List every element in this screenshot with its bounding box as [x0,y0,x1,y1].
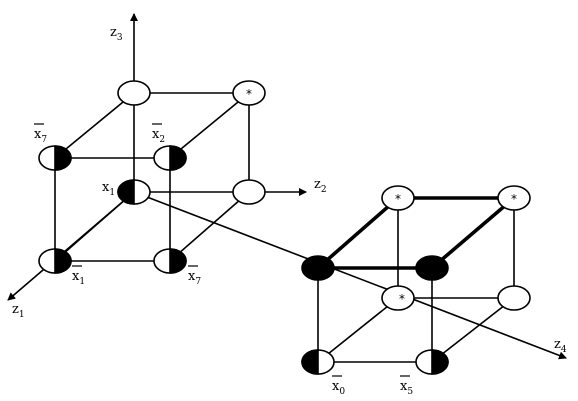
vertex-label-x5: x5 [400,379,413,397]
z1-axis [7,191,135,301]
node-half [117,179,151,205]
vertex-label-x7-bottom: x7 [188,269,201,287]
node-star [381,185,415,211]
node-star [381,285,415,311]
vertex-label-x1-bottom: x1 [72,269,85,287]
axis-label-z2: z2 [314,177,327,195]
axis-label-z3: z3 [110,25,123,43]
vertex-label-x0: x0 [332,379,345,397]
node-half [301,349,335,375]
axis-labels: z3 z2 z1 z4 [12,25,567,355]
vertex-label-x1-center: x1 [102,180,115,198]
star-marker: * [399,292,405,306]
z4-axis [133,191,567,360]
star-marker: * [246,87,252,101]
node-empty [497,285,531,311]
node-star [497,185,531,211]
axes [7,13,567,360]
node-half [38,145,72,171]
star-marker: * [395,192,401,206]
axis-label-z1: z1 [12,302,25,320]
node-star [232,80,266,106]
node-empty [117,80,151,106]
star-marker: * [511,192,517,206]
left-cube-nodes [38,80,266,274]
right-cube-nodes [301,185,531,375]
vertex-labels: x7 x2 x1 x1 x7 x0 x5 [34,123,413,397]
vertex-label-x7-top: x7 [34,127,47,145]
node-half [153,248,187,274]
right-cube-edges [317,198,515,363]
vertex-label-x2: x2 [152,127,165,145]
node-full [415,255,449,281]
node-empty [232,179,266,205]
star-markers: * * * * [246,87,517,306]
axis-label-z4: z4 [554,337,567,355]
right-cube-bold-top-face [316,196,516,270]
node-half [153,145,187,171]
node-full [301,255,335,281]
node-half [38,248,72,274]
node-half [415,349,449,375]
